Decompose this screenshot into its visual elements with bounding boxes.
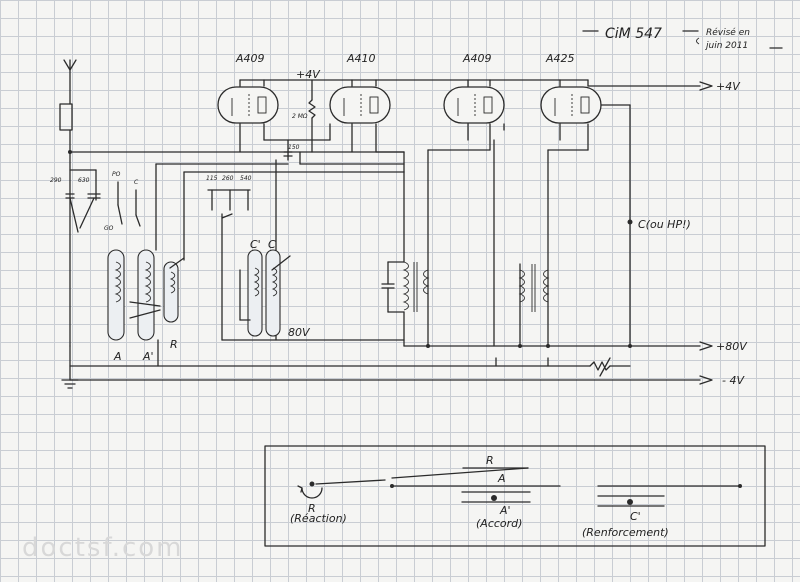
hp-terminal-label: C(ou HP!)	[638, 218, 691, 231]
tube-3	[443, 86, 505, 124]
tube-label-3: A409	[462, 52, 492, 65]
tube-4	[540, 86, 602, 124]
plus-80v-rail: +80V	[403, 340, 748, 353]
cap-290-label: 290	[50, 177, 62, 184]
resistor-label: 2 MΩ	[292, 113, 308, 120]
model-label: CiM 547	[605, 26, 662, 42]
cap-630-label: 630	[78, 177, 90, 184]
legend-a-label: A	[497, 472, 506, 485]
cap-260-label: 260	[222, 175, 234, 182]
legend-accord: (Accord)	[476, 517, 522, 530]
transformer-2	[493, 139, 550, 347]
legend-c-prime: C'	[630, 510, 641, 523]
tube-label-2: A410	[346, 52, 376, 65]
tube-label-1: A409	[235, 52, 265, 65]
v80-bus-label: 80V	[288, 326, 311, 339]
revision-line1: Révisé en	[706, 27, 750, 38]
switch-po-label: PO	[112, 171, 121, 178]
legend-a-prime: A'	[499, 504, 511, 517]
tube-label-4: A425	[545, 52, 575, 65]
plus-4v-top-label: +4V	[296, 68, 321, 81]
plus-80v-label: +80V	[716, 340, 748, 353]
coil-a-label: A	[113, 350, 122, 363]
minus-4v-label: - 4V	[722, 374, 745, 387]
antenna-input: 290 630	[50, 59, 101, 389]
legend-knob-r: R	[308, 502, 316, 515]
tuning-coils-left: PO GO C A A' R	[104, 163, 289, 367]
tube-2	[329, 86, 391, 124]
watermark: doctsf.com	[22, 533, 184, 563]
legend-box: R (Réaction) R A A' (Accord) C' (Renforc…	[264, 445, 766, 547]
plus-4v-right-label: +4V	[716, 80, 741, 93]
cap-115-label: 115	[206, 175, 218, 182]
coil-c-prime-label: C'	[250, 238, 261, 251]
coil-c-label: C	[268, 238, 276, 251]
coupling-network: 150 C(ou HP!)	[239, 104, 691, 347]
cap-540-label: 540	[240, 175, 252, 182]
switch-c-label: C	[134, 179, 139, 186]
header: CiM 547 Révisé en juin 2011	[582, 26, 783, 51]
filament-supply-line: +4V +4V 2 MΩ	[239, 68, 741, 153]
tuning-coils-right: 115 260 540 C' C	[206, 175, 291, 341]
transformer-1	[381, 171, 430, 347]
tube-1	[217, 86, 279, 124]
coil-r-label: R	[170, 338, 178, 351]
legend-reaction: (Réaction)	[290, 512, 347, 525]
revision-line2: juin 2011	[704, 41, 748, 51]
legend-renforcement: (Renforcement)	[582, 526, 669, 539]
capacitor-150-label: 150	[288, 144, 300, 151]
ground-rail: - 4V	[69, 357, 745, 387]
legend-r-label: R	[486, 454, 494, 467]
coil-a-prime-label: A'	[142, 350, 154, 363]
switch-go-label: GO	[104, 225, 114, 232]
